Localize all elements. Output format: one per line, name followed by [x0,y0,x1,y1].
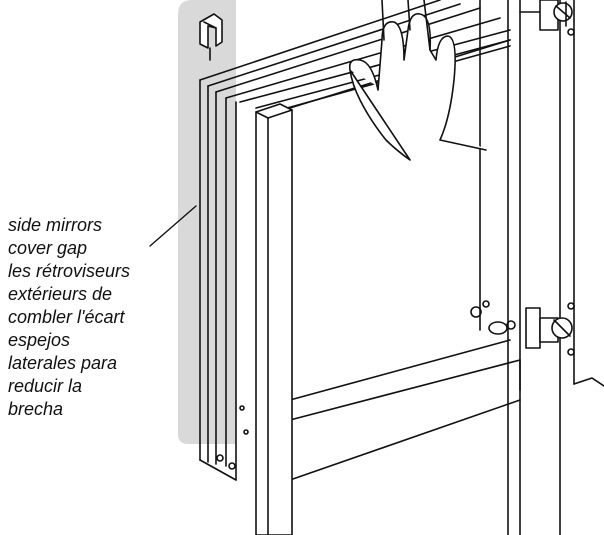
callout-line: reducir la [8,376,83,396]
callout-line: espejos [8,330,71,350]
mirror-edge-frame [199,79,249,481]
callout-line: cover gap [8,238,88,258]
callout-text: side mirrors cover gap les rétroviseurs … [8,214,178,421]
hand-icon [348,0,487,161]
callout-line: laterales para [8,353,118,373]
callout-leader-line [149,205,197,247]
callout-line: brecha [8,399,64,419]
callout-line: les rétroviseurs [8,261,131,281]
hinge-icon [506,302,575,356]
callout-line: extérieurs de [8,284,113,304]
cabinet-side-wall [507,0,604,535]
front-post [255,103,293,535]
mirror-clip-icon [199,13,223,61]
callout-line: side mirrors [8,215,103,235]
callout-line: combler l'écart [8,307,125,327]
hinge-icon [539,0,575,36]
wall-shadow [178,0,236,444]
